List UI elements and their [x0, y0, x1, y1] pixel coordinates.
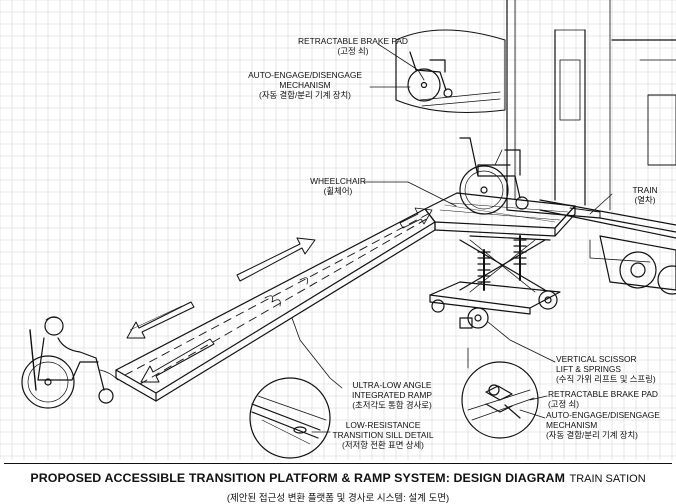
label-ramp-en1: ULTRA-LOW ANGLE [352, 380, 432, 390]
label-auto-engage-bottom-en1: AUTO-ENGAGE/DISENGAGE [546, 410, 660, 420]
label-sill-en1: LOW-RESISTANCE [345, 420, 421, 430]
label-brake-pad-bottom-en: RETRACTABLE BRAKE PAD [548, 389, 658, 399]
title-sub: TRAIN SATION [569, 473, 646, 485]
title-rule [4, 463, 672, 464]
direction-arrows [126, 207, 433, 383]
label-brake-pad-top-en: RETRACTABLE BRAKE PAD [298, 36, 408, 46]
train-car [506, 0, 676, 295]
title-main: PROPOSED ACCESSIBLE TRANSITION PLATFORM … [30, 471, 566, 485]
sill-detail [249, 377, 331, 459]
leader-lines [291, 43, 613, 433]
label-brake-pad-bottom-ko: (고정 쇠) [548, 399, 580, 409]
label-train-en: TRAIN [632, 185, 658, 195]
label-wheelchair-en: WHEELCHAIR [310, 176, 366, 186]
label-brake-pad-top-ko: (고정 쇠) [337, 46, 369, 56]
label-train: TRAIN (열차) [622, 185, 668, 205]
label-auto-engage-top: AUTO-ENGAGE/DISENGAGE MECHANISM (자동 결합/분… [240, 70, 370, 100]
background-grid [0, 0, 676, 460]
title-block: PROPOSED ACCESSIBLE TRANSITION PLATFORM … [0, 469, 676, 504]
label-sill-ko: (저저항 전환 표면 상세) [342, 440, 424, 450]
label-ramp-ko: (초저각도 통합 경사로) [352, 400, 432, 410]
illustration [21, 0, 676, 459]
label-ramp: ULTRA-LOW ANGLE INTEGRATED RAMP (초저각도 통합… [342, 380, 442, 410]
label-scissor-lift-en1: VERTICAL SCISSOR [556, 354, 637, 364]
label-sill-en2: TRANSITION SILL DETAIL [332, 430, 434, 440]
label-scissor-lift-en2: LIFT & SPRINGS [556, 364, 622, 374]
label-scissor-lift-ko: (수직 가위 리프트 및 스프링) [556, 374, 656, 384]
label-wheelchair: WHEELCHAIR (휠체어) [308, 176, 368, 196]
label-scissor-lift: VERTICAL SCISSOR LIFT & SPRINGS (수직 가위 리… [556, 354, 672, 384]
label-train-ko: (열차) [634, 195, 656, 205]
person-in-wheelchair [21, 316, 119, 409]
label-sill: LOW-RESISTANCE TRANSITION SILL DETAIL (저… [328, 420, 438, 450]
label-auto-engage-top-en1: AUTO-ENGAGE/DISENGAGE [248, 70, 362, 80]
label-auto-engage-top-ko: (자동 결합/분리 기계 장치) [259, 90, 351, 100]
label-wheelchair-ko: (휠체어) [323, 186, 353, 196]
brake-detail-bottom [461, 361, 539, 439]
label-auto-engage-bottom: AUTO-ENGAGE/DISENGAGE MECHANISM (자동 결합/분… [546, 410, 674, 440]
scissor-lift [429, 235, 561, 329]
label-brake-pad-bottom: RETRACTABLE BRAKE PAD (고정 쇠) [548, 389, 672, 409]
label-auto-engage-bottom-ko: (자동 결합/분리 기계 장치) [546, 430, 638, 440]
title-korean: (제안된 접근성 변환 플랫폼 및 경사로 시스템: 설계 도면) [226, 493, 450, 504]
wheelchair-on-platform [459, 137, 529, 215]
wheelchair-detail-top [395, 29, 506, 113]
label-ramp-en2: INTEGRATED RAMP [352, 390, 432, 400]
transition-platform [424, 192, 601, 237]
label-brake-pad-top: RETRACTABLE BRAKE PAD (고정 쇠) [288, 36, 418, 56]
label-auto-engage-top-en2: MECHANISM [279, 80, 331, 90]
label-auto-engage-bottom-en2: MECHANISM [546, 420, 598, 430]
